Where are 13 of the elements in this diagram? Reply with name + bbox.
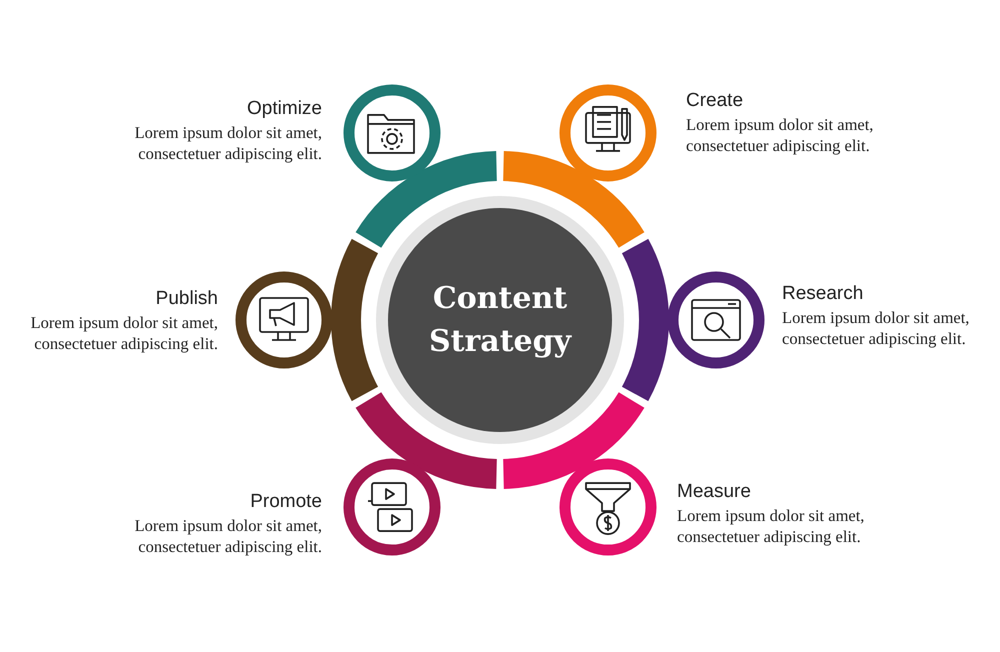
step-heading: Measure bbox=[677, 481, 751, 503]
center-title: Content Strategy bbox=[428, 280, 573, 361]
step-heading: Optimize bbox=[247, 98, 322, 120]
step-heading: Research bbox=[782, 283, 864, 305]
step-description: Lorem ipsum dolor sit amet, consectetuer adipiscing elit. bbox=[782, 307, 970, 350]
step-description: Lorem ipsum dolor sit amet, consectetuer adipiscing elit. bbox=[686, 114, 874, 157]
step-description: Lorem ipsum dolor sit amet, consectetuer adipiscing elit. bbox=[677, 505, 866, 548]
step-description: Lorem ipsum dolor sit amet, consectetuer adipiscing elit. bbox=[134, 515, 322, 558]
step-heading: Promote bbox=[250, 491, 322, 513]
step-description: Lorem ipsum dolor sit amet, consectetuer adipiscing elit. bbox=[30, 312, 218, 355]
step-heading: Publish bbox=[156, 288, 218, 310]
step-heading: Create bbox=[686, 90, 744, 112]
step-description: Lorem ipsum dolor sit amet, consectetuer adipiscing elit. bbox=[134, 122, 322, 165]
